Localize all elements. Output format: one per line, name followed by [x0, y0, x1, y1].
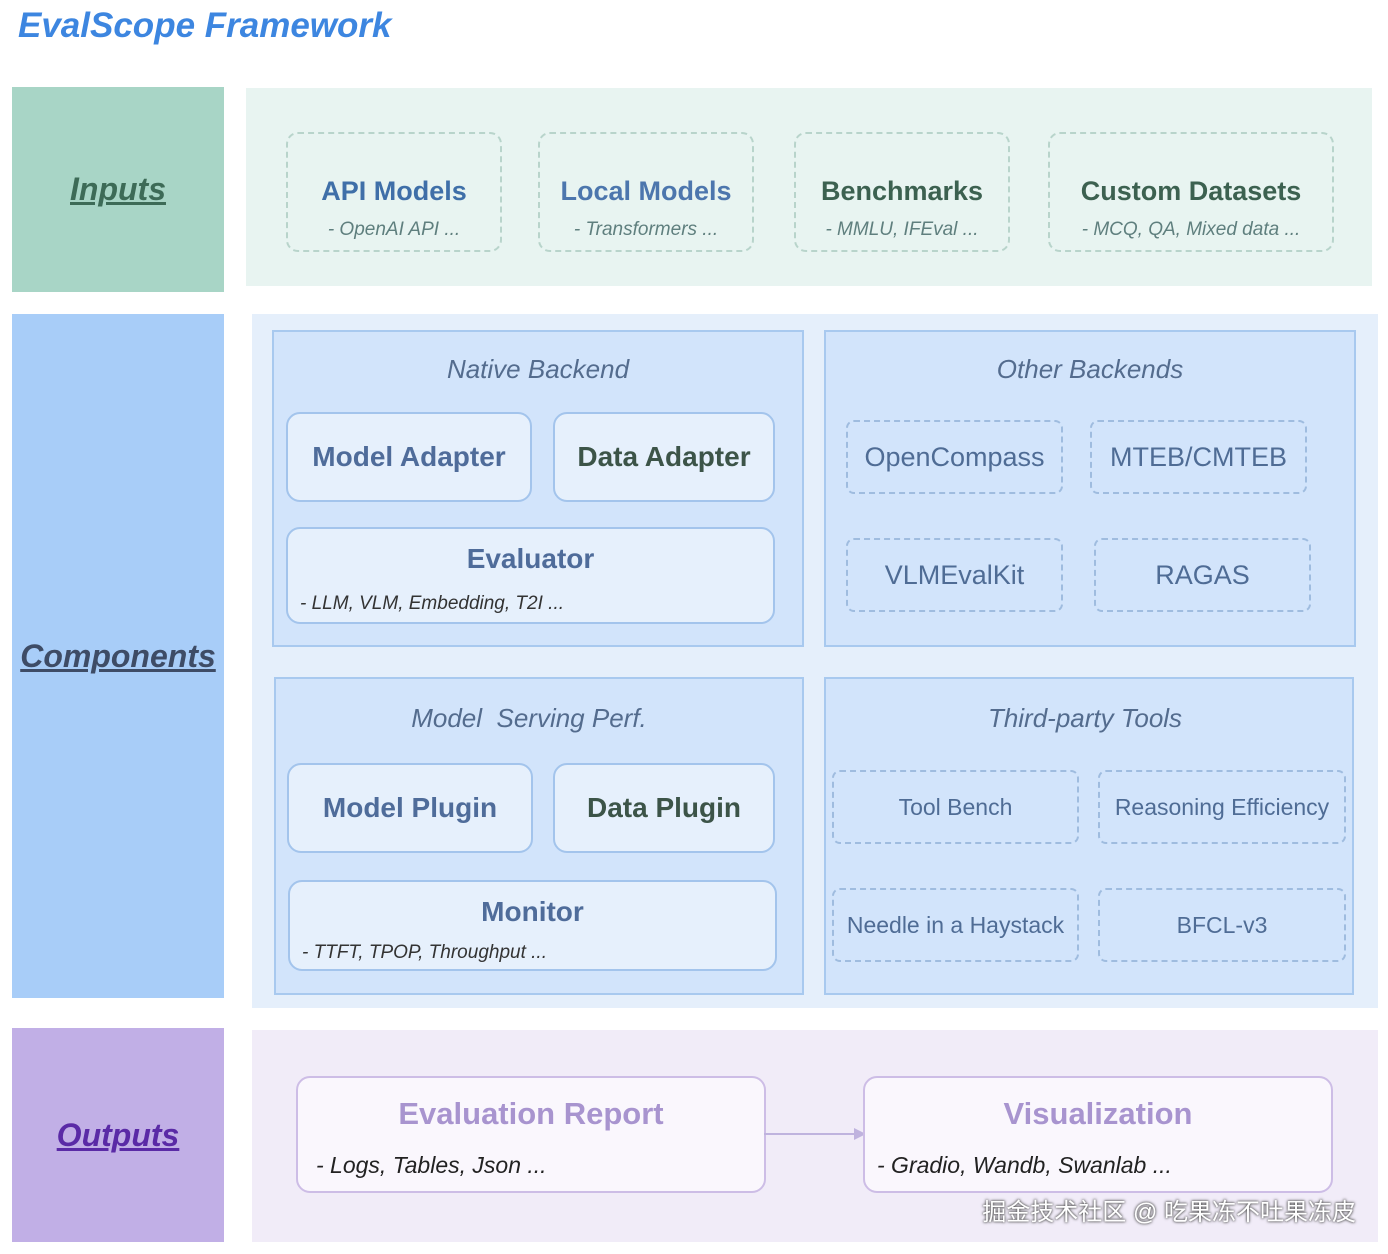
input-card-subtitle: - MCQ, QA, Mixed data ... [1081, 219, 1301, 240]
watermark-text: 掘金技术社区 @ 吃果冻不吐果冻皮 [982, 1199, 1356, 1226]
third-party-panel [824, 677, 1354, 995]
third-party-title: Third-party Tools [987, 703, 1183, 733]
input-card-subtitle: - Transformers ... [573, 219, 719, 240]
inputs-band [246, 88, 1372, 286]
input-card-title: Custom Datasets [1080, 176, 1302, 206]
monitor-title: Monitor [481, 896, 584, 927]
outputs-section-label: Outputs [12, 1028, 224, 1242]
tool-reasoning-efficiency: Reasoning Efficiency [1098, 770, 1346, 844]
data-adapter-box: Data Adapter [553, 412, 775, 502]
inputs-section-label: Inputs [12, 87, 224, 292]
report-to-visualization-arrow [764, 1128, 866, 1140]
model-adapter-box: Model Adapter [286, 412, 532, 502]
native-backend-title: Native Backend [446, 354, 630, 384]
input-card-subtitle: - MMLU, IFEval ... [825, 219, 979, 240]
backend-ragas: RAGAS [1094, 538, 1311, 612]
outputs-label: Outputs [56, 1116, 180, 1153]
evaluation-report-subtitle: - Logs, Tables, Json ... [316, 1152, 547, 1178]
evaluation-report-title: Evaluation Report [398, 1096, 664, 1131]
input-card-title: API Models [321, 176, 467, 206]
input-card-title: Local Models [560, 176, 732, 206]
tool-tool-bench: Tool Bench [832, 770, 1079, 844]
monitor-box: Monitor - TTFT, TPOP, Throughput ... [288, 880, 777, 971]
data-plugin-box: Data Plugin [553, 763, 775, 853]
input-card-subtitle: - OpenAI API ... [327, 219, 461, 240]
backend-mteb-cmteb: MTEB/CMTEB [1090, 420, 1307, 494]
evaluation-report-card: Evaluation Report - Logs, Tables, Json .… [296, 1076, 766, 1193]
evaluator-subtitle: - LLM, VLM, Embedding, T2I ... [300, 593, 564, 614]
components-section-label: Components [12, 314, 224, 998]
components-label: Components [20, 637, 216, 674]
tool-needle-in-a-haystack: Needle in a Haystack [832, 888, 1079, 962]
input-card-benchmarks: Benchmarks - MMLU, IFEval ... [794, 132, 1010, 252]
evaluator-title: Evaluator [466, 543, 595, 574]
evaluator-box: Evaluator - LLM, VLM, Embedding, T2I ... [286, 527, 775, 624]
serving-perf-title: Model Serving Perf. [411, 703, 647, 733]
page-title: EvalScope Framework [18, 6, 392, 45]
input-card-title: Benchmarks [820, 176, 984, 206]
tool-bfcl-v3: BFCL-v3 [1098, 888, 1346, 962]
input-card-custom-datasets: Custom Datasets - MCQ, QA, Mixed data ..… [1048, 132, 1334, 252]
backend-vlmevalkit: VLMEvalKit [846, 538, 1063, 612]
backend-opencompass: OpenCompass [846, 420, 1063, 494]
other-backends-title: Other Backends [996, 354, 1184, 384]
input-card-api-models: API Models - OpenAI API ... [286, 132, 502, 252]
monitor-subtitle: - TTFT, TPOP, Throughput ... [302, 942, 547, 963]
inputs-label: Inputs [70, 171, 166, 207]
input-card-local-models: Local Models - Transformers ... [538, 132, 754, 252]
visualization-title: Visualization [1003, 1096, 1193, 1131]
visualization-subtitle: - Gradio, Wandb, Swanlab ... [877, 1152, 1172, 1178]
visualization-card: Visualization - Gradio, Wandb, Swanlab .… [863, 1076, 1333, 1193]
model-plugin-box: Model Plugin [287, 763, 533, 853]
